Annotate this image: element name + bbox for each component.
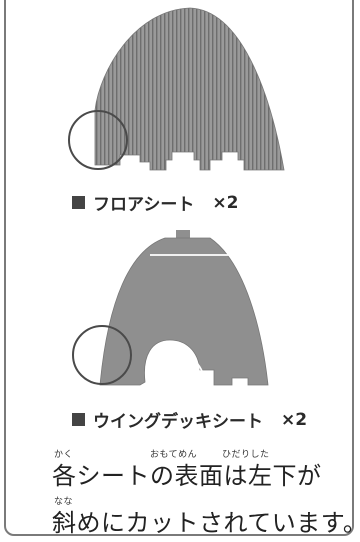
- wing-deck-count: ×2: [281, 409, 308, 430]
- ruby-naname: なな: [54, 497, 74, 507]
- floor-sheet: [94, 7, 285, 171]
- wing-deck-sheet: [99, 237, 269, 386]
- floor-sheet-label: フロアシート: [93, 195, 195, 215]
- description-line-1: 各シートの表面は左下が: [52, 462, 322, 490]
- page-frame: [4, 0, 354, 536]
- floor-sheet-count: ×2: [212, 192, 239, 213]
- wing-deck-label: ウイングデッキシート: [93, 412, 263, 432]
- wing-deck-cut-highlight: [72, 325, 132, 385]
- ruby-hidarishita: ひだりした: [222, 450, 270, 460]
- bullet-square-icon: [72, 196, 85, 209]
- ruby-kaku: かく: [54, 450, 74, 460]
- wing-deck-caption: ウイングデッキシート ×2: [72, 407, 307, 432]
- bullet-square-icon: [72, 413, 85, 426]
- ruby-omotemen: おもてめん: [150, 450, 198, 460]
- floor-sheet-caption: フロアシート ×2: [72, 190, 238, 215]
- floor-cut-highlight: [68, 110, 128, 170]
- wing-deck-tab: [176, 230, 190, 240]
- description-line-2: 斜めにカットされています。: [52, 509, 360, 537]
